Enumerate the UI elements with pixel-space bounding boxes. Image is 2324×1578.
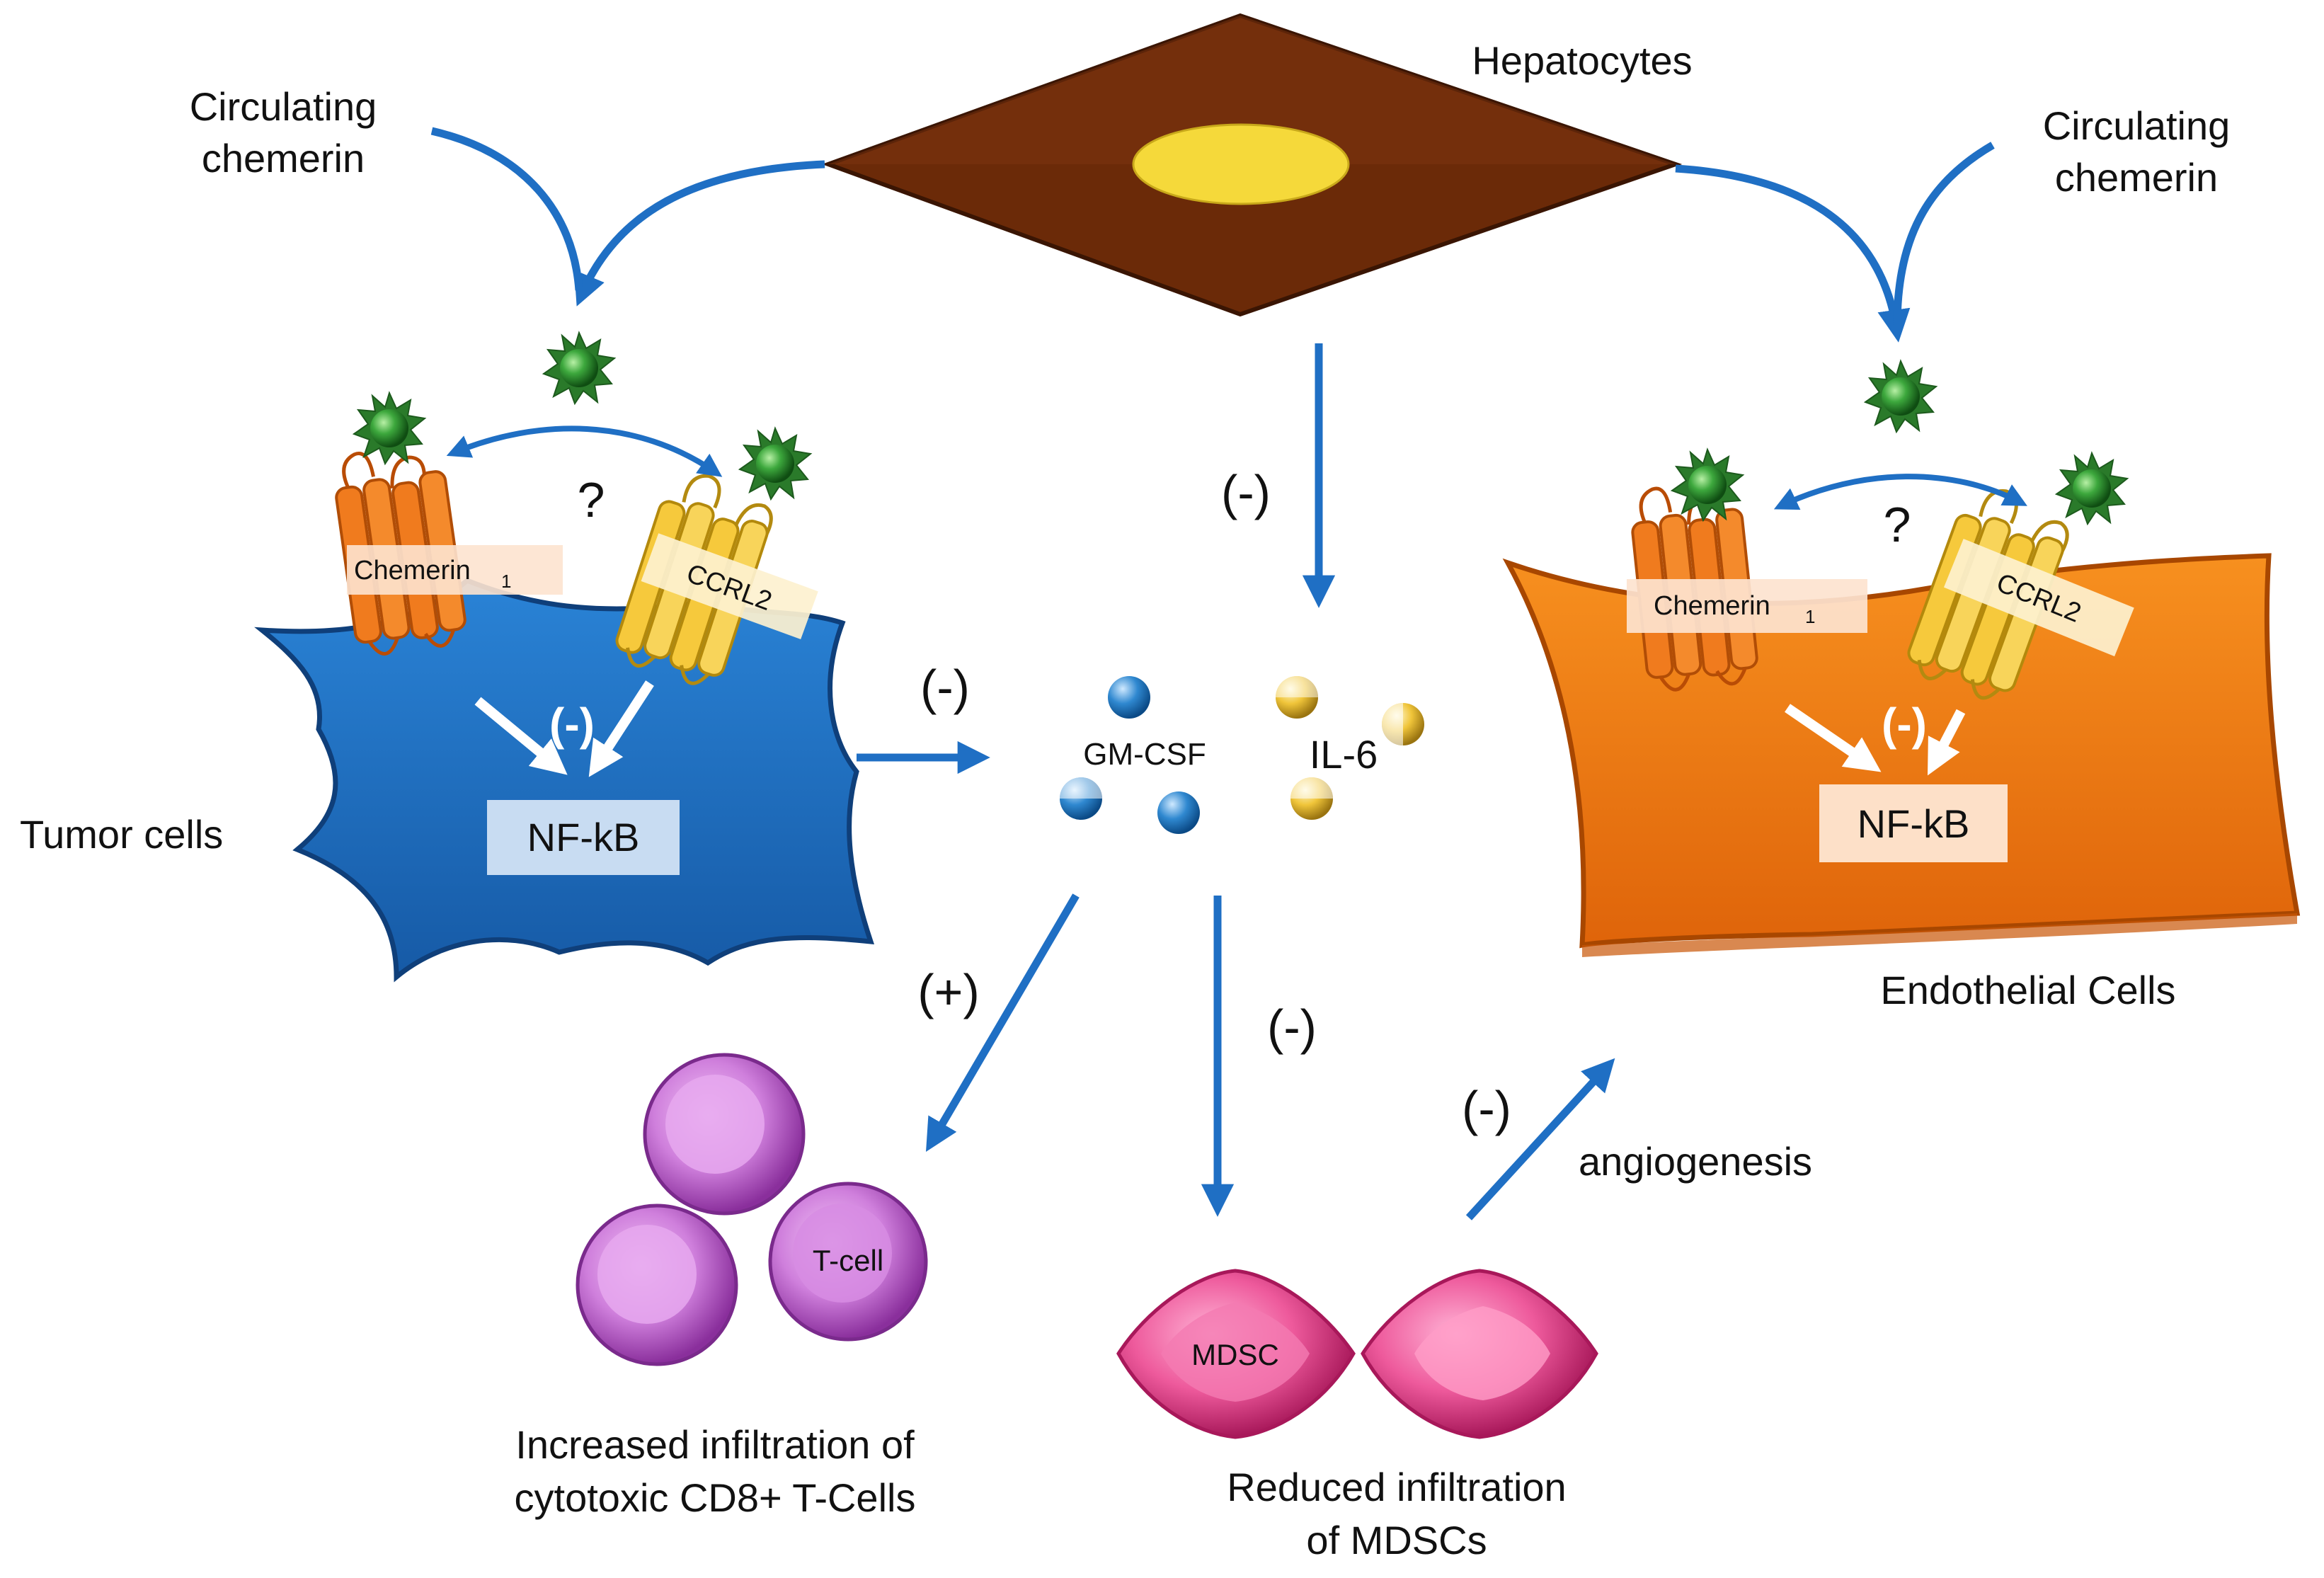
tumor-cell [254, 577, 875, 983]
circulating-left-arrow [430, 127, 583, 291]
left-chemerin1-to-nfkb-arrow [474, 697, 568, 775]
right-chemerin1-subscript: 1 [1805, 606, 1815, 627]
right-receptor-crosstalk-arrow [1773, 474, 2027, 510]
left-chemerin-ball-receptor2 [739, 428, 811, 500]
left-inhibit-sign: (-) [549, 699, 595, 750]
left-nfkb-label: NF-kB [527, 815, 640, 859]
gm-csf-label: GM-CSF [1083, 737, 1206, 772]
right-inhibit-sign: (-) [1882, 699, 1927, 750]
left-chemerin-ball-free [543, 332, 615, 404]
to-tcells-arrow [925, 893, 1080, 1152]
mdsc-cells [1116, 1269, 1598, 1439]
angiogenesis-sign: (-) [1462, 1081, 1511, 1136]
left-ccrl2-label-box [641, 533, 818, 639]
circulating-chemerin-right-label-line1: Circulating [2043, 103, 2231, 148]
right-ccrl2-label-box [1943, 539, 2134, 657]
right-question-mark: ? [1884, 497, 1911, 552]
to-tcells-sign: (+) [917, 964, 980, 1019]
right-nfkb-label: NF-kB [1858, 801, 1970, 846]
tcell-caption-line2: cytotoxic CD8+ T-Cells [515, 1475, 916, 1520]
hepatocyte-nucleus [1132, 123, 1350, 205]
right-chemerin-ball-receptor2 [2056, 452, 2128, 525]
hepatocyte-cell [822, 13, 1683, 317]
left-chemerin-ball-receptor1 [353, 392, 425, 464]
circulating-right-arrow [1893, 142, 1995, 326]
gm-csf-molecules [1060, 676, 1200, 834]
hepatocyte-to-tumor-arrow [574, 160, 825, 307]
mdsc-caption-line2: of MDSCs [1306, 1518, 1487, 1562]
hepatocyte-to-endothelial-arrow [1675, 164, 1911, 343]
hepatocytes-label: Hepatocytes [1472, 38, 1692, 83]
left-receptor-crosstalk-arrow [446, 425, 723, 477]
mdsc-caption-line1: Reduced infiltration [1227, 1465, 1566, 1509]
il6-molecules [1276, 676, 1424, 820]
mdsc-label: MDSC [1191, 1338, 1279, 1371]
angiogenesis-label: angiogenesis [1579, 1139, 1812, 1184]
left-chemerin1-label-box [347, 545, 563, 595]
tcell-cluster [576, 1053, 928, 1366]
endothelial-cells-label: Endothelial Cells [1880, 968, 2175, 1012]
endothelial-cell [1502, 553, 2301, 957]
tcell-label: T-cell [813, 1244, 883, 1277]
circulating-chemerin-left-label-line1: Circulating [190, 84, 377, 129]
tumor-sign: (-) [920, 660, 970, 715]
left-question-mark: ? [578, 472, 605, 527]
tumor-cells-label: Tumor cells [20, 812, 223, 857]
angiogenesis-arrow [1465, 1058, 1615, 1220]
left-chemerin1-subscript: 1 [501, 571, 511, 592]
il6-label: IL-6 [1310, 732, 1378, 777]
circulating-chemerin-right-label-line2: chemerin [2055, 155, 2218, 200]
right-nfkb-box [1819, 784, 2008, 862]
right-chemerin-ball-free [1865, 360, 1937, 433]
to-mdsc-sign: (-) [1267, 1000, 1317, 1055]
left-ccrl2-to-nfkb-arrow [588, 680, 654, 777]
tcell-caption-line1: Increased infiltration of [515, 1422, 915, 1467]
hepatocyte-sign: (-) [1221, 465, 1271, 520]
right-chemerin1-label-box [1627, 579, 1867, 633]
left-nfkb-box [487, 800, 680, 875]
circulating-chemerin-left-label-line2: chemerin [202, 136, 365, 181]
right-chemerin1-to-nfkb-arrow [1785, 704, 1882, 772]
right-ccrl2-to-nfkb-arrow [1928, 709, 1966, 776]
left-chemerin1-label: Chemerin [354, 556, 471, 585]
right-chemerin1-label: Chemerin [1654, 591, 1770, 621]
